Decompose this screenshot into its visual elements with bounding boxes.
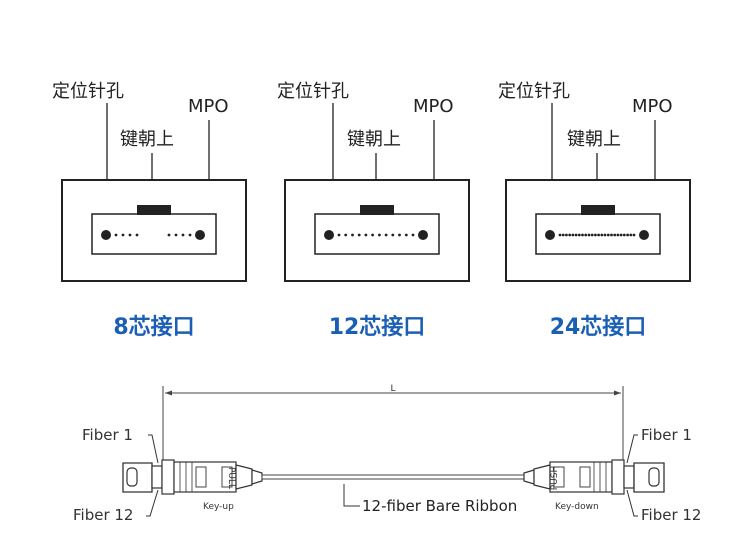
connector-title: 12芯接口 [329, 315, 426, 340]
fiber-row [324, 230, 428, 240]
fiber-dot [622, 233, 626, 237]
guide-pin-left [545, 230, 555, 240]
fiber-row [101, 230, 205, 240]
fiber-dot [616, 233, 620, 237]
fiber-dot [568, 233, 572, 237]
key-up-label: 键朝上 [120, 129, 174, 150]
right-dust-cap [623, 462, 665, 493]
fiber-dot [391, 233, 395, 237]
fiber-dot [128, 233, 132, 237]
fiber-dot [357, 233, 361, 237]
fiber-dot [581, 233, 584, 237]
key [360, 205, 394, 215]
key-up-label: 键朝上 [347, 129, 401, 150]
fiber-dot [594, 233, 597, 237]
right-mpo-connector: PUSH Key-down [523, 459, 625, 512]
key-up-label: 键朝上 [567, 129, 621, 150]
fiber-dot [590, 233, 594, 237]
fiber-dot [378, 233, 381, 237]
locating-pin-hole-label: 定位针孔 [498, 81, 570, 102]
left-mpo-connector: PULL Key-up [161, 459, 263, 512]
push-label: PUSH [550, 466, 560, 491]
fiber-dot [561, 233, 565, 237]
fiber-dot [613, 233, 617, 237]
guide-pin-right [195, 230, 205, 240]
fiber-dot [398, 233, 401, 237]
fiber-dot [167, 233, 171, 237]
connector-24-core: 定位针孔 MPO 键朝上 24芯接口 [498, 81, 691, 340]
fiber-dot [344, 233, 348, 237]
connector-8-core: 定位针孔 MPO 键朝上 8芯接口 [52, 81, 247, 340]
mpo-label: MPO [413, 96, 454, 117]
ribbon-label: 12-fiber Bare Ribbon [362, 497, 517, 515]
fiber-dot [632, 233, 636, 237]
fiber-1-left-label: Fiber 1 [82, 426, 133, 444]
fiber-dot [565, 233, 568, 237]
fiber-dot [600, 233, 604, 237]
fiber-dot [384, 233, 388, 237]
mpo-label: MPO [632, 96, 673, 117]
fiber-dot [587, 233, 591, 237]
guide-pin-left [101, 230, 111, 240]
connector-title: 8芯接口 [113, 315, 194, 340]
fiber-row [545, 230, 649, 240]
key-up-label: Key-up [203, 502, 234, 512]
pull-label: PULL [226, 467, 236, 489]
fiber-dot [626, 233, 629, 237]
fiber-dot [574, 233, 578, 237]
key-down-label: Key-down [555, 502, 599, 512]
fiber-dot [188, 233, 192, 237]
cable-assembly: L Fiber 1 Fiber 12 Fiber 1 Fiber 12 PULL [73, 384, 701, 524]
left-dust-cap [122, 462, 163, 493]
fiber-dot [584, 233, 588, 237]
guide-pin-left [324, 230, 334, 240]
connector-12-core: 定位针孔 MPO 键朝上 12芯接口 [277, 81, 470, 340]
locating-pin-hole-label: 定位针孔 [52, 81, 124, 102]
length-label: L [390, 384, 395, 394]
fiber-dot [351, 233, 354, 237]
fiber-dot [571, 233, 575, 237]
fiber-dot [411, 233, 415, 237]
fiber-dot [619, 233, 623, 237]
fiber-dot [135, 233, 139, 237]
key [137, 205, 171, 215]
fiber-dot [364, 233, 368, 237]
fiber-dot [558, 233, 562, 237]
fiber-dot [181, 233, 185, 237]
mpo-label: MPO [188, 96, 229, 117]
guide-pin-right [639, 230, 649, 240]
fiber-dot [606, 233, 610, 237]
fiber-dot [597, 233, 600, 237]
fiber-dot [337, 233, 341, 237]
guide-pin-right [418, 230, 428, 240]
key [581, 205, 615, 215]
fiber-dot [603, 233, 607, 237]
fiber-dot [610, 233, 613, 237]
fiber-dot [174, 233, 178, 237]
locating-pin-hole-label: 定位针孔 [277, 81, 349, 102]
fiber-dot [404, 233, 408, 237]
fiber-dot [629, 233, 633, 237]
fiber-12-right-label: Fiber 12 [641, 506, 701, 524]
connector-title: 24芯接口 [550, 315, 647, 340]
fiber-1-right-label: Fiber 1 [641, 426, 692, 444]
fiber-12-left-label: Fiber 12 [73, 506, 133, 524]
fiber-dot [371, 233, 374, 237]
fiber-dot [121, 233, 125, 237]
fiber-dot [114, 233, 118, 237]
fiber-dot [577, 233, 581, 237]
